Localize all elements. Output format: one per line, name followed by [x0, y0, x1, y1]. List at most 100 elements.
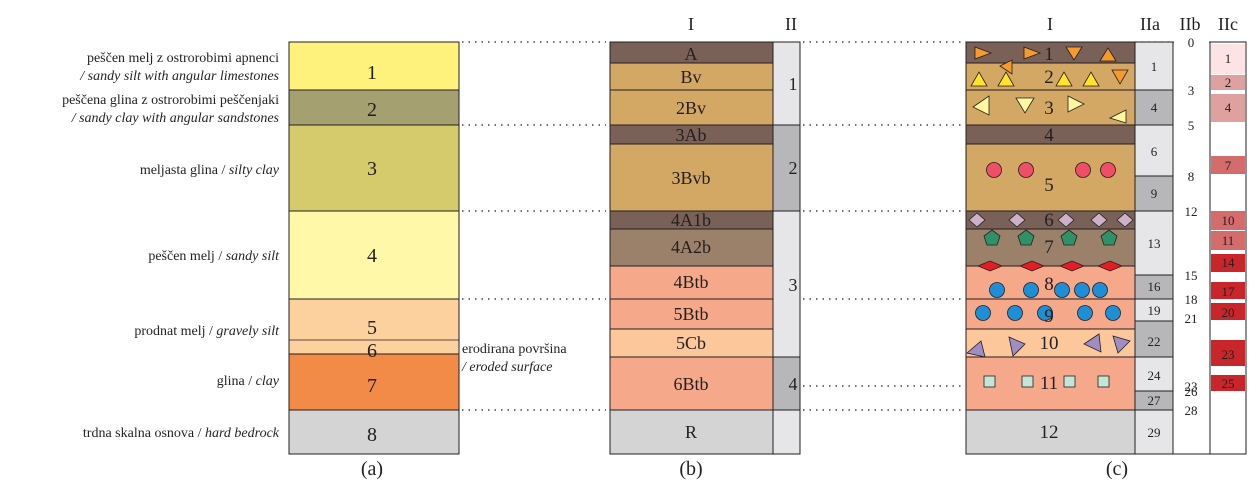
column-a-labels: 1 2 3 4 5 6 7 8 (a) [361, 62, 383, 480]
column-iia-labels: IIa 1 4 6 9 13 16 19 22 24 27 29 [1140, 14, 1161, 440]
horizon-label-5Cb: 5Cb [676, 333, 706, 353]
caption-a: (a) [361, 458, 383, 480]
square-icon [1063, 375, 1076, 388]
horizon-label-6Btb: 6Btb [673, 374, 708, 394]
triangle-icon [1055, 71, 1073, 87]
triangle-icon [1067, 95, 1085, 113]
iib-label-21: 21 [1185, 311, 1198, 326]
square-icon [1097, 375, 1110, 388]
circle-icon [1074, 282, 1090, 298]
square-icon [983, 375, 996, 388]
horizon-2Bv [609, 89, 774, 126]
iib-label-15: 15 [1185, 268, 1198, 283]
legend-2-en: / sandy clay with angular sandstones [71, 111, 280, 126]
diamond-icon [976, 260, 1004, 272]
iic-label-4: 4 [1225, 100, 1232, 115]
layer-a-1 [288, 41, 460, 91]
legend-4: peščen melj / sandy silt [148, 249, 280, 264]
layer-a-label-5: 5 [367, 317, 377, 339]
iia-label-4: 4 [1151, 100, 1158, 115]
iic-cell-20 [1211, 303, 1245, 320]
iic-label-11: 11 [1222, 233, 1235, 248]
triangle-icon [1111, 69, 1129, 85]
horizon-label-A: A [685, 44, 698, 64]
iib-top-mask [1174, 41, 1209, 44]
column-a [288, 41, 460, 455]
triangle-icon [1015, 97, 1035, 114]
iic-label-17: 17 [1222, 284, 1236, 299]
iia-cell-4 [1134, 89, 1174, 126]
square-icon [1021, 375, 1034, 388]
triangle-icon [997, 71, 1015, 87]
iia-cell-29 [1134, 409, 1174, 455]
triangle-icon [999, 59, 1013, 75]
legend-6: glina / clay [217, 374, 280, 389]
iic-cell-23 [1211, 340, 1245, 366]
head-b-I: I [688, 14, 694, 34]
iic-cell-4 [1211, 94, 1245, 122]
horizon-label-5Btb: 5Btb [673, 304, 708, 324]
iib-label-23: 23 [1185, 379, 1198, 394]
iib-label-0: 0 [1188, 35, 1195, 50]
circle-icon [1075, 162, 1091, 178]
layer-c-label-8: 8 [1044, 274, 1054, 295]
layer-c-label-1: 1 [1044, 44, 1054, 65]
legend-5: prodnat melj / gravely silt [134, 324, 280, 339]
layer-c-label-9: 9 [1044, 306, 1054, 327]
triangle-icon [974, 46, 993, 60]
iic-label-2: 2 [1225, 75, 1232, 90]
circle-icon [1100, 162, 1116, 178]
horizon-label-4A2b: 4A2b [671, 237, 711, 257]
legend-6-en: clay [256, 374, 280, 389]
column-iib-labels: IIb 0 3 5 8 12 15 18 21 23 26 28 [1180, 14, 1201, 418]
layer-c-label-5: 5 [1044, 175, 1054, 196]
horizon-label-3Ab: 3Ab [676, 125, 707, 145]
legend-1-en: / sandy silt with angular limestones [79, 69, 279, 84]
layer-a-8 [288, 409, 460, 455]
horizon-label-4A1b: 4A1b [671, 210, 711, 230]
layer-a-label-2: 2 [367, 99, 377, 121]
iic-cell-11 [1211, 231, 1245, 250]
layer-c-label-12: 12 [1040, 422, 1059, 443]
iic-label-23: 23 [1222, 347, 1235, 362]
iia-label-27: 27 [1148, 393, 1162, 408]
pentagon-icon [1100, 229, 1118, 246]
column-iic-labels: IIc 1 2 4 7 10 11 14 17 20 23 25 [1218, 14, 1238, 391]
iic-cell-2 [1211, 75, 1245, 90]
pentagon-icon [1060, 229, 1078, 246]
diamond-icon [1057, 212, 1075, 228]
diamond-icon [968, 212, 986, 228]
iia-label-6: 6 [1151, 144, 1158, 159]
legend-3-en: silty clay [229, 163, 280, 178]
unit-b-label-4: 4 [789, 374, 798, 394]
horizon-4A2b [609, 228, 774, 267]
iic-label-25: 25 [1222, 376, 1235, 391]
triangle-icon [1108, 109, 1127, 124]
column-c-symbols [966, 46, 1134, 388]
legend-4-en: sandy silt [226, 249, 280, 264]
triangle-icon [1112, 335, 1131, 354]
iic-cell-10 [1211, 211, 1245, 230]
iia-label-9: 9 [1151, 186, 1158, 201]
triangle-icon [966, 340, 986, 358]
layer-c-label-2: 2 [1044, 67, 1054, 88]
layer-c-3 [965, 89, 1136, 126]
circle-icon [989, 282, 1005, 298]
iic-cell-17 [1211, 282, 1245, 299]
circle-icon [1018, 162, 1034, 178]
iic-label-7: 7 [1225, 158, 1232, 173]
horizon-R [609, 409, 774, 455]
head-c-I: I [1047, 14, 1053, 34]
legend: peščen melj z ostrorobimi apnenci / sand… [62, 51, 280, 441]
legend-2-slo: peščena glina z ostrorobimi peščenjaki [62, 93, 279, 108]
unit-b-label-2: 2 [789, 158, 798, 178]
caption-c: (c) [1106, 458, 1128, 480]
circle-icon [1023, 282, 1039, 298]
horizon-5Cb [609, 328, 774, 358]
iia-label-19: 19 [1148, 303, 1161, 318]
legend-6-slo: glina / [217, 374, 252, 389]
legend-4-slo: peščen melj / [148, 249, 222, 264]
layer-c-label-3: 3 [1044, 98, 1054, 119]
legend-1-slo: peščen melj z ostrorobimi apnenci [87, 51, 279, 66]
layer-c-label-10: 10 [1040, 333, 1059, 354]
